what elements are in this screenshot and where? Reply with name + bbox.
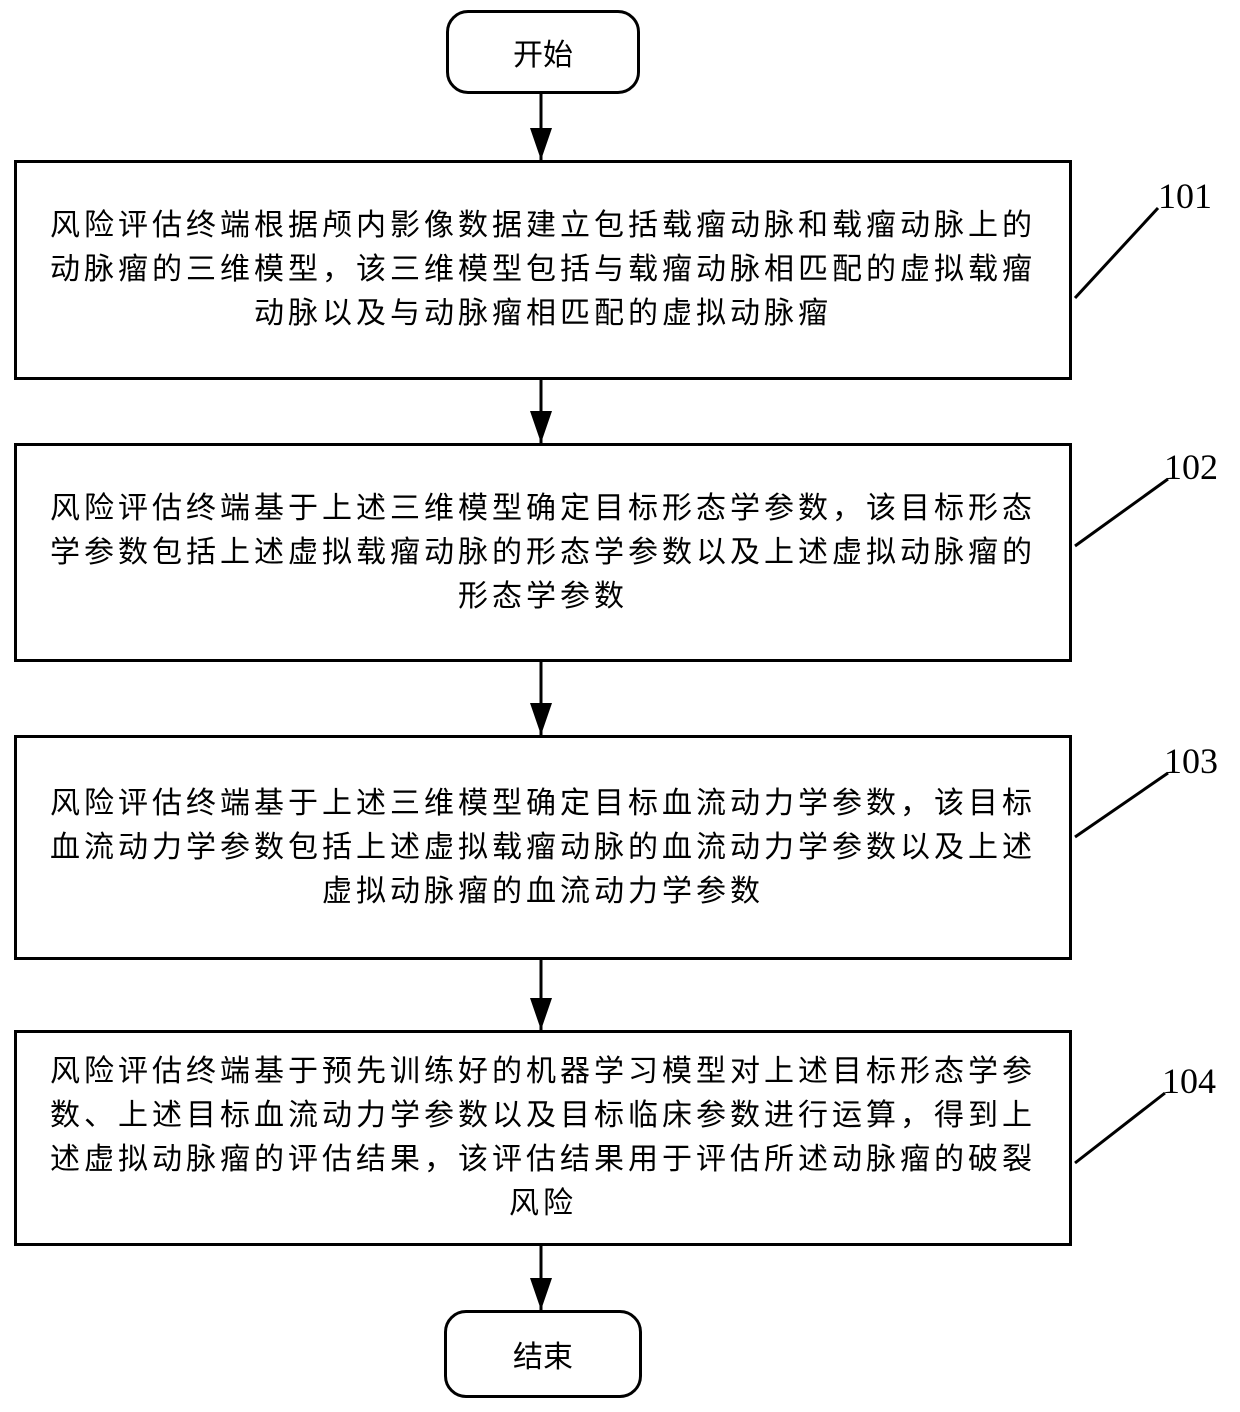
arrow-103-to-104 [530,960,552,1030]
step-101-text: 风险评估终端根据颅内影像数据建立包括载瘤动脉和载瘤动脉上的动脉瘤的三维模型，该三… [37,204,1049,336]
end-node: 结束 [444,1310,642,1398]
arrow-104-to-end [530,1246,552,1310]
step-label-102: 102 [1164,446,1218,488]
leader-line-103 [1075,773,1168,837]
step-104: 风险评估终端基于预先训练好的机器学习模型对上述目标形态学参数、上述目标血流动力学… [14,1030,1072,1246]
leader-line-101 [1075,208,1158,298]
arrow-start-to-101 [530,94,552,160]
step-label-103: 103 [1164,740,1218,782]
leader-line-104 [1075,1093,1165,1163]
step-104-text: 风险评估终端基于预先训练好的机器学习模型对上述目标形态学参数、上述目标血流动力学… [37,1050,1049,1226]
start-label: 开始 [513,30,573,74]
start-node: 开始 [446,10,640,94]
leader-line-102 [1075,479,1168,546]
step-103-text: 风险评估终端基于上述三维模型确定目标血流动力学参数，该目标血流动力学参数包括上述… [37,782,1049,914]
end-label: 结束 [513,1332,573,1376]
step-102: 风险评估终端基于上述三维模型确定目标形态学参数，该目标形态学参数包括上述虚拟载瘤… [14,443,1072,662]
step-101: 风险评估终端根据颅内影像数据建立包括载瘤动脉和载瘤动脉上的动脉瘤的三维模型，该三… [14,160,1072,380]
arrow-102-to-103 [530,662,552,735]
arrow-101-to-102 [530,380,552,443]
step-label-104: 104 [1162,1060,1216,1102]
step-102-text: 风险评估终端基于上述三维模型确定目标形态学参数，该目标形态学参数包括上述虚拟载瘤… [37,487,1049,619]
step-103: 风险评估终端基于上述三维模型确定目标血流动力学参数，该目标血流动力学参数包括上述… [14,735,1072,960]
step-label-101: 101 [1158,175,1212,217]
